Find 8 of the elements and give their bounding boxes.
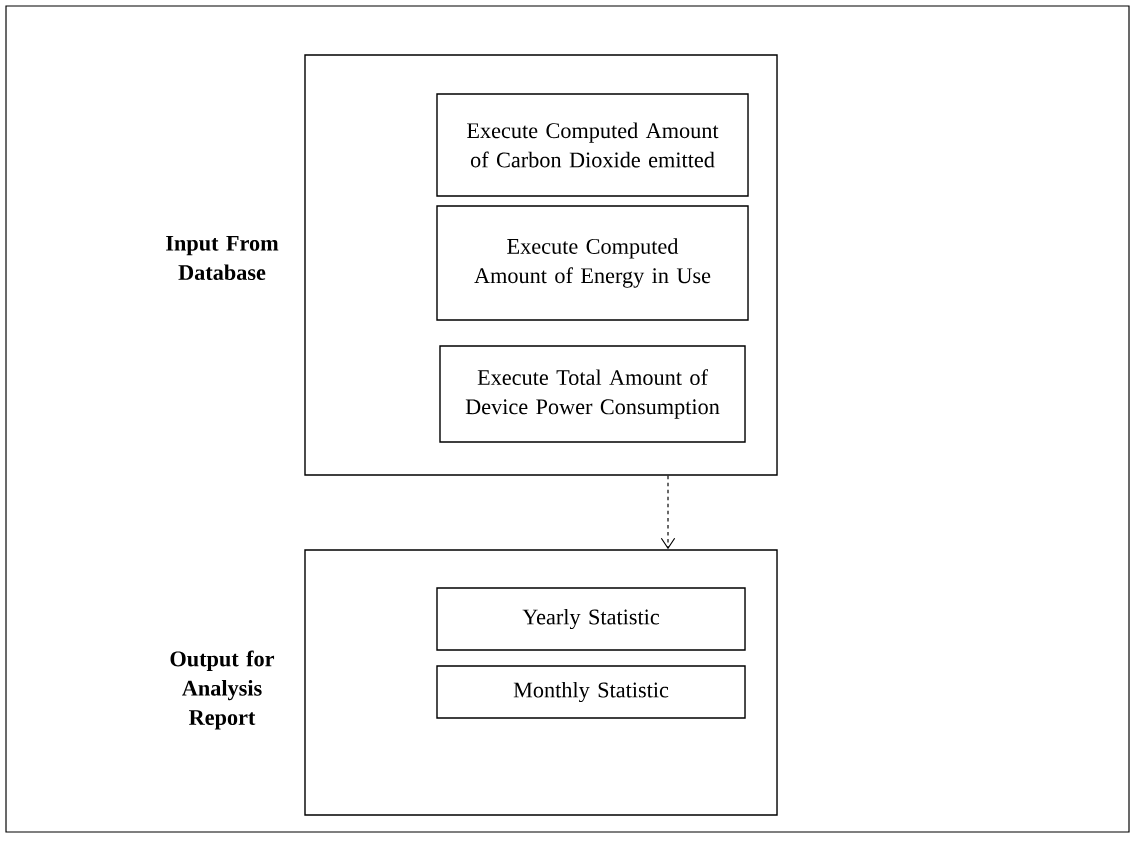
process-box: Execute Computed Amount of Carbon Dioxide emitted (436, 93, 749, 197)
group-heading: Output for Analysis Report (170, 650, 275, 730)
process-box: Execute Total Amount of Device Power Consumption (439, 345, 746, 443)
process-box: Execute Computed Amount of Energy in Use (436, 205, 749, 321)
arrow (660, 475, 676, 550)
process-box: Yearly Statistic (436, 587, 746, 651)
process-box: Monthly Statistic (436, 665, 746, 719)
group-heading: Input From Database (166, 235, 279, 281)
